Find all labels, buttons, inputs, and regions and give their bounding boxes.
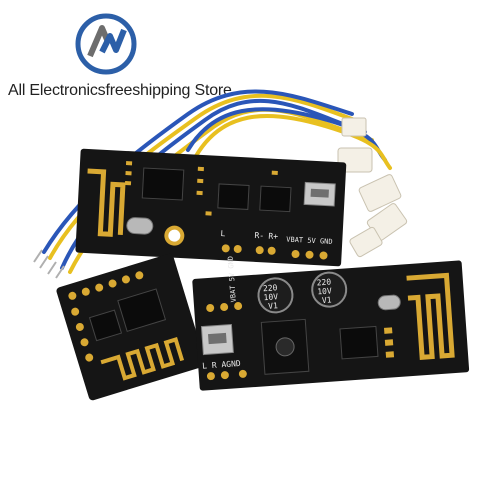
store-name: All Electronicsfreeshipping Store bbox=[8, 82, 232, 99]
silk-r-plus: R+ bbox=[268, 232, 278, 242]
svg-text:220: 220 bbox=[316, 277, 331, 287]
store-logo-icon bbox=[75, 13, 137, 75]
board-left bbox=[56, 253, 206, 401]
svg-text:V1: V1 bbox=[322, 295, 332, 305]
jst-connectors bbox=[337, 117, 408, 258]
silk-power-bottom: VBAT 5V GND bbox=[227, 256, 238, 303]
board-bottom: 220 10V V1 220 10V V1 bbox=[192, 256, 470, 391]
capacitor-1: 220 10V V1 bbox=[257, 277, 294, 314]
silk-audio: L R AGND bbox=[202, 359, 241, 371]
silk-power-top: VBAT 5V GND bbox=[286, 236, 333, 246]
wire-ends bbox=[33, 249, 65, 279]
svg-text:V1: V1 bbox=[268, 301, 278, 311]
svg-text:10V: 10V bbox=[263, 292, 278, 302]
board-top: L R- R+ VBAT 5V GND bbox=[75, 148, 347, 267]
capacitor-2: 220 10V V1 bbox=[311, 271, 348, 308]
silk-r-minus: R- bbox=[254, 231, 264, 240]
svg-text:10V: 10V bbox=[317, 286, 332, 296]
svg-text:220: 220 bbox=[263, 283, 278, 293]
silk-l: L bbox=[220, 229, 225, 238]
